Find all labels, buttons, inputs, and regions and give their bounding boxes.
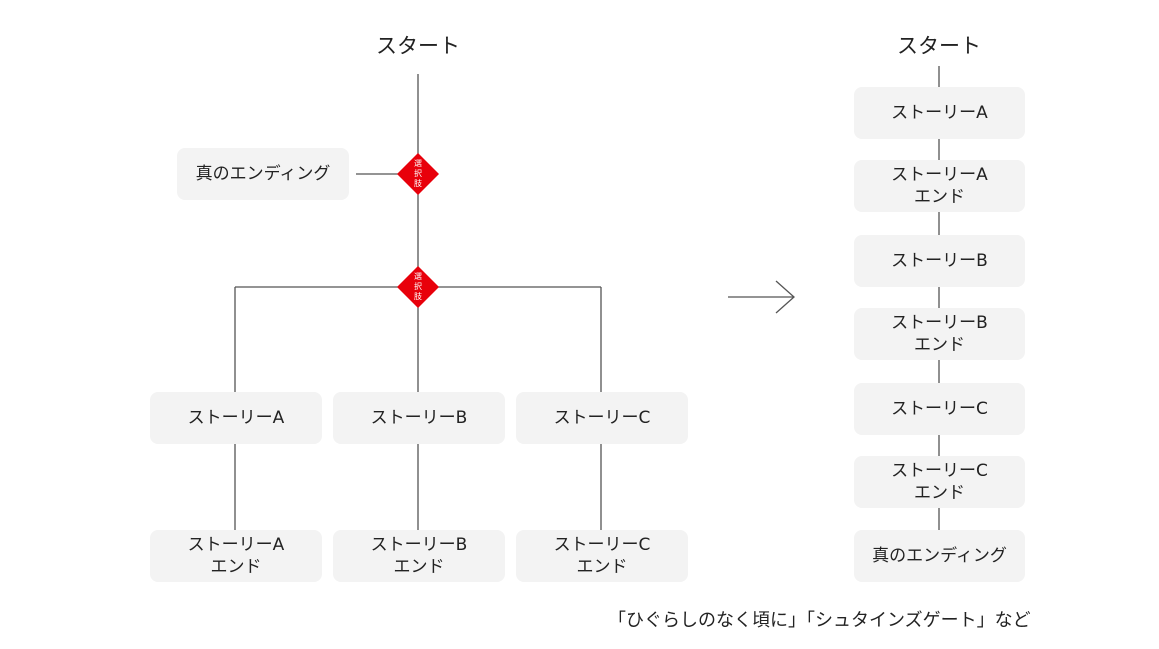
right-step-3: ストーリーB [854, 235, 1025, 287]
choice-label-1: 選択肢 [414, 159, 422, 188]
right-step-6-line2: エンド [914, 483, 965, 503]
story-c-end-line1: ストーリーC [553, 535, 651, 555]
right-step-7: 真のエンディング [854, 530, 1025, 582]
story-a-end-line2: エンド [210, 557, 262, 577]
right-step-3-line1: ストーリーB [891, 251, 988, 271]
right-step-1: ストーリーA [854, 87, 1025, 139]
right-step-4-line1: ストーリーB [891, 313, 988, 333]
story-c-label: ストーリーC [553, 408, 651, 428]
choice-label-2: 選択肢 [414, 272, 422, 301]
right-step-7-line1: 真のエンディング [872, 546, 1007, 566]
right-step-2: ストーリーA エンド [854, 160, 1025, 212]
story-b-end-box: ストーリーB エンド [333, 530, 505, 582]
choice-diamond-2 [397, 266, 439, 308]
story-b-end-line2: エンド [393, 557, 445, 577]
right-step-1-line1: ストーリーA [891, 103, 988, 123]
arrow-head [775, 280, 795, 314]
story-a-end-box: ストーリーA エンド [150, 530, 322, 582]
right-step-5: ストーリーC [854, 383, 1025, 435]
story-a-box: ストーリーA [150, 392, 322, 444]
examples-caption: 「ひぐらしのなく頃に」「シュタインズゲート」など [608, 610, 1031, 631]
right-step-4: ストーリーB エンド [854, 308, 1025, 360]
right-step-4-line2: エンド [914, 335, 965, 355]
story-c-end-line2: エンド [576, 557, 628, 577]
true-ending-label: 真のエンディング [195, 164, 331, 184]
left-start-title: スタート [376, 34, 460, 58]
story-a-label: ストーリーA [187, 408, 285, 428]
story-b-end-line1: ストーリーB [370, 535, 468, 555]
right-step-2-line1: ストーリーA [891, 165, 988, 185]
story-b-label: ストーリーB [370, 408, 468, 428]
story-c-end-box: ストーリーC エンド [516, 530, 688, 582]
right-step-6: ストーリーC エンド [854, 456, 1025, 508]
choice-diamond-1 [397, 153, 439, 195]
right-step-5-line1: ストーリーC [891, 399, 988, 419]
story-a-end-line1: ストーリーA [187, 535, 285, 555]
story-b-box: ストーリーB [333, 392, 505, 444]
right-step-2-line2: エンド [914, 187, 965, 207]
true-ending-box: 真のエンディング [177, 148, 349, 200]
right-start-title: スタート [897, 34, 981, 58]
right-step-6-line1: ストーリーC [891, 461, 988, 481]
story-c-box: ストーリーC [516, 392, 688, 444]
